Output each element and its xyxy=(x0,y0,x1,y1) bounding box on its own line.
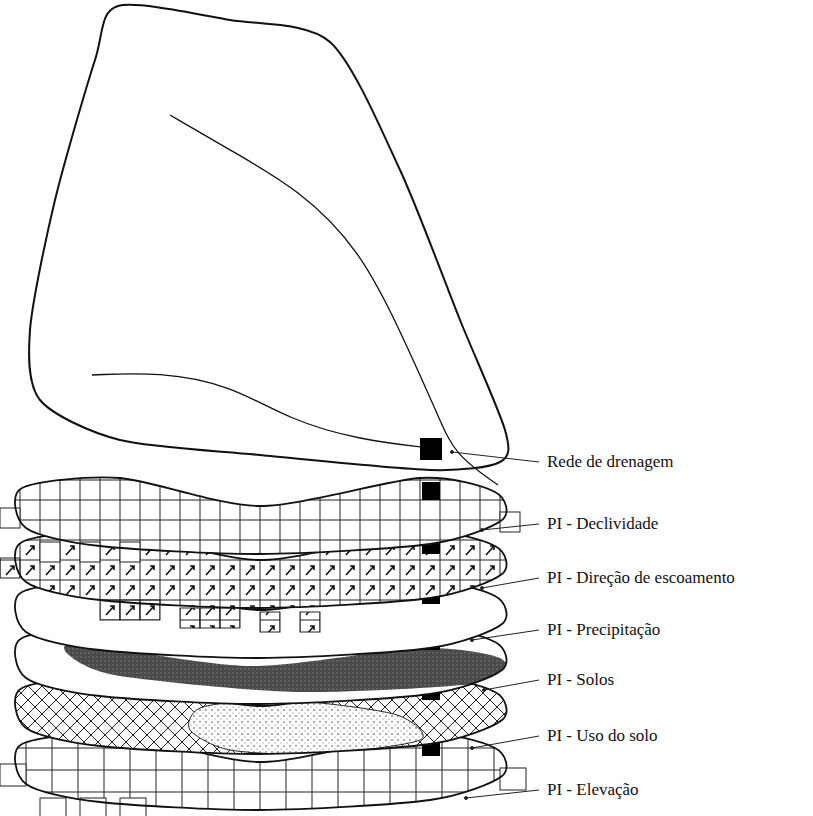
leader-dot xyxy=(471,747,474,750)
leader-dot xyxy=(481,529,484,532)
leader-line xyxy=(484,680,539,690)
layer xyxy=(0,462,520,562)
leader-dot xyxy=(471,639,474,642)
layer-label: Rede de drenagem xyxy=(545,453,676,472)
leader-dot xyxy=(451,451,454,454)
leader-line xyxy=(452,452,539,462)
leader-line xyxy=(466,790,539,798)
leader-dot xyxy=(481,587,484,590)
leader-dot xyxy=(465,797,468,800)
layer-label: PI - Direção de escoamento xyxy=(545,569,737,588)
layer-label: PI - Uso do solo xyxy=(545,727,660,746)
layer-label: PI - Precipitação xyxy=(545,621,662,640)
leader-line xyxy=(482,524,539,530)
layer-label: PI - Solos xyxy=(545,671,616,690)
leader-line xyxy=(482,578,539,588)
leader-line xyxy=(472,736,539,748)
layer-label: PI - Declividade xyxy=(545,515,660,534)
leader-line xyxy=(472,630,539,640)
leader-dot xyxy=(483,689,486,692)
layer-label: PI - Elevação xyxy=(545,781,641,800)
drainage-basin xyxy=(29,5,508,485)
outlet-cell xyxy=(422,482,440,500)
